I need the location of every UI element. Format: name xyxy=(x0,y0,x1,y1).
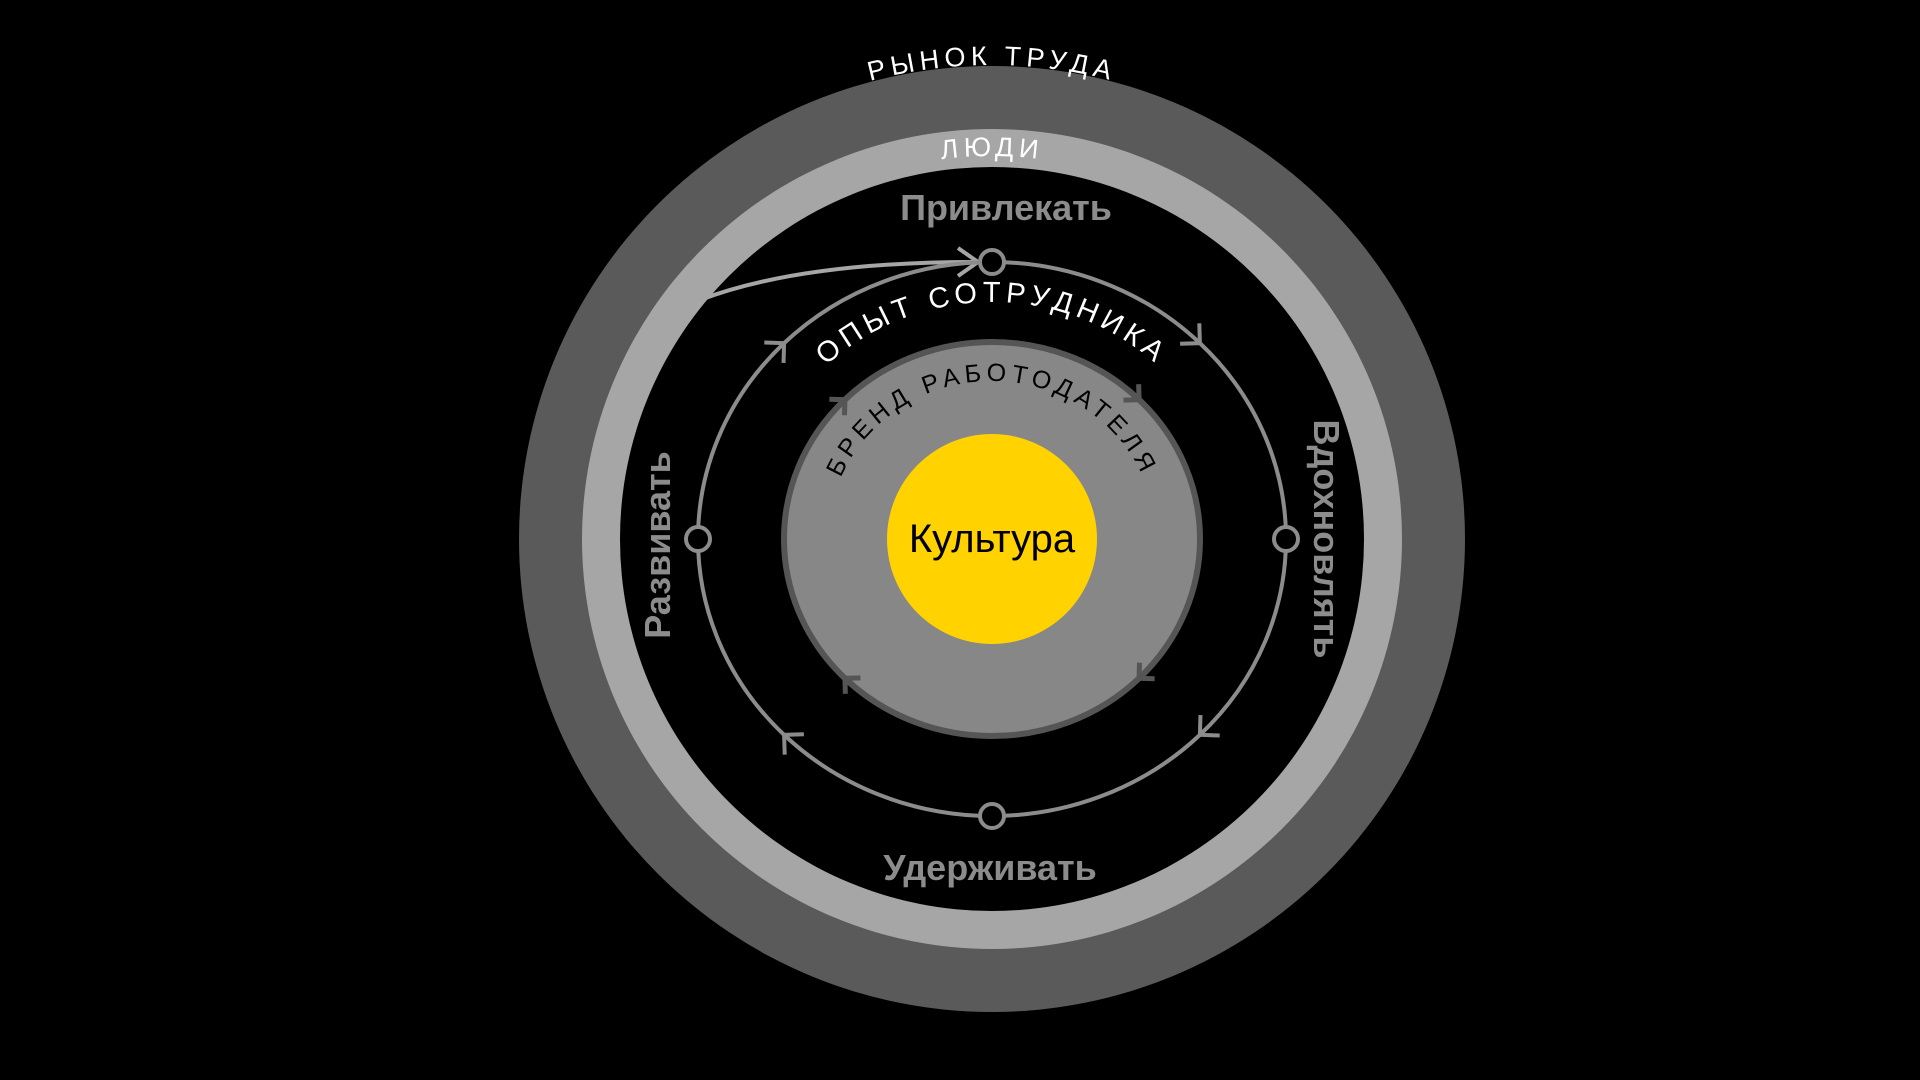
stage-nodes xyxy=(684,248,1300,830)
chevron-arrow-icon xyxy=(782,732,804,755)
chevron-arrow-icon xyxy=(829,396,848,416)
node-develop xyxy=(684,525,712,553)
inflow-arrow xyxy=(699,260,976,302)
people-label: ЛЮДИ xyxy=(939,132,1045,165)
chevron-arrow-icon xyxy=(1136,662,1155,682)
node-inspire xyxy=(1272,525,1300,553)
culture-label: Культура xyxy=(909,517,1076,561)
stage-inspire: Вдохновлять xyxy=(1306,420,1347,659)
chevron-arrow-icon xyxy=(1180,323,1202,346)
stage-attract: Привлекать xyxy=(900,187,1112,228)
node-retain xyxy=(978,802,1006,830)
stage-retain: Удерживать xyxy=(883,847,1097,888)
chevron-arrow-icon xyxy=(764,340,787,363)
stage-develop: Развивать xyxy=(637,451,678,639)
orbit-arrows xyxy=(764,323,1220,755)
chevron-arrow-icon xyxy=(1123,384,1142,403)
node-attract xyxy=(978,248,1006,276)
chevron-arrow-icon xyxy=(1197,715,1220,738)
chevron-arrow-icon xyxy=(842,675,861,694)
brand-arrows xyxy=(829,384,1155,694)
culture-core xyxy=(887,434,1097,644)
